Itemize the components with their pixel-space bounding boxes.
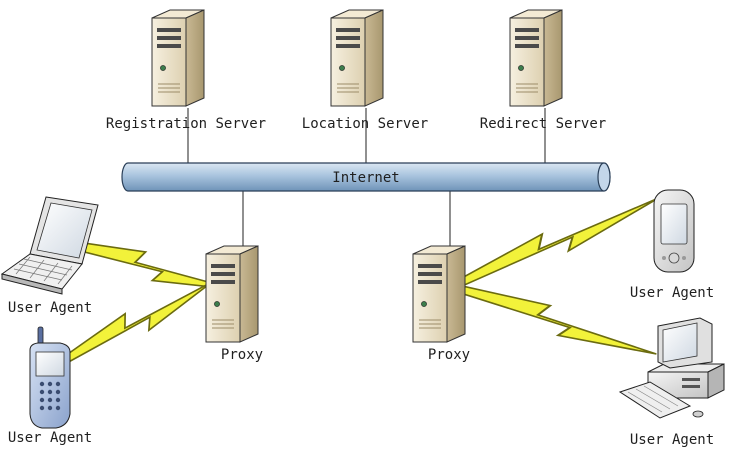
- left-proxy-label: Proxy: [221, 347, 263, 363]
- user-agent-label: User Agent: [630, 432, 714, 448]
- user-agent-desktop: User Agent: [618, 317, 725, 448]
- left-proxy: Proxy: [205, 245, 263, 363]
- registration-server-label: Registration Server: [106, 116, 266, 132]
- wireless-bolt: [445, 186, 666, 299]
- internet-tube: Internet: [121, 162, 611, 192]
- location-server-label: Location Server: [302, 116, 428, 132]
- server-icon: [151, 9, 205, 107]
- internet-label: Internet: [332, 170, 399, 186]
- redirect-server-label: Redirect Server: [480, 116, 606, 132]
- desktop-computer-icon: [618, 317, 725, 419]
- right-proxy: Proxy: [412, 245, 470, 363]
- wireless-bolt: [54, 271, 220, 373]
- right-proxy-label: Proxy: [428, 347, 470, 363]
- pda-icon: [653, 189, 695, 273]
- proxy-server-icon: [412, 245, 466, 343]
- user-agent-laptop: User Agent: [0, 196, 99, 316]
- redirect-server: Redirect Server: [480, 9, 606, 132]
- server-icon: [330, 9, 384, 107]
- proxy-server-icon: [205, 245, 259, 343]
- wireless-bolt: [447, 272, 662, 369]
- wireless-links: [54, 186, 666, 373]
- user-agent-pda: User Agent: [630, 189, 714, 301]
- user-agent-label: User Agent: [8, 300, 92, 316]
- user-agent-phone: User Agent: [8, 326, 92, 446]
- laptop-icon: [0, 196, 99, 295]
- mobile-phone-icon: [29, 326, 71, 429]
- user-agent-label: User Agent: [8, 430, 92, 446]
- wired-links: [187, 108, 546, 252]
- registration-server: Registration Server: [106, 9, 266, 132]
- server-icon: [509, 9, 563, 107]
- user-agent-label: User Agent: [630, 285, 714, 301]
- location-server: Location Server: [302, 9, 428, 132]
